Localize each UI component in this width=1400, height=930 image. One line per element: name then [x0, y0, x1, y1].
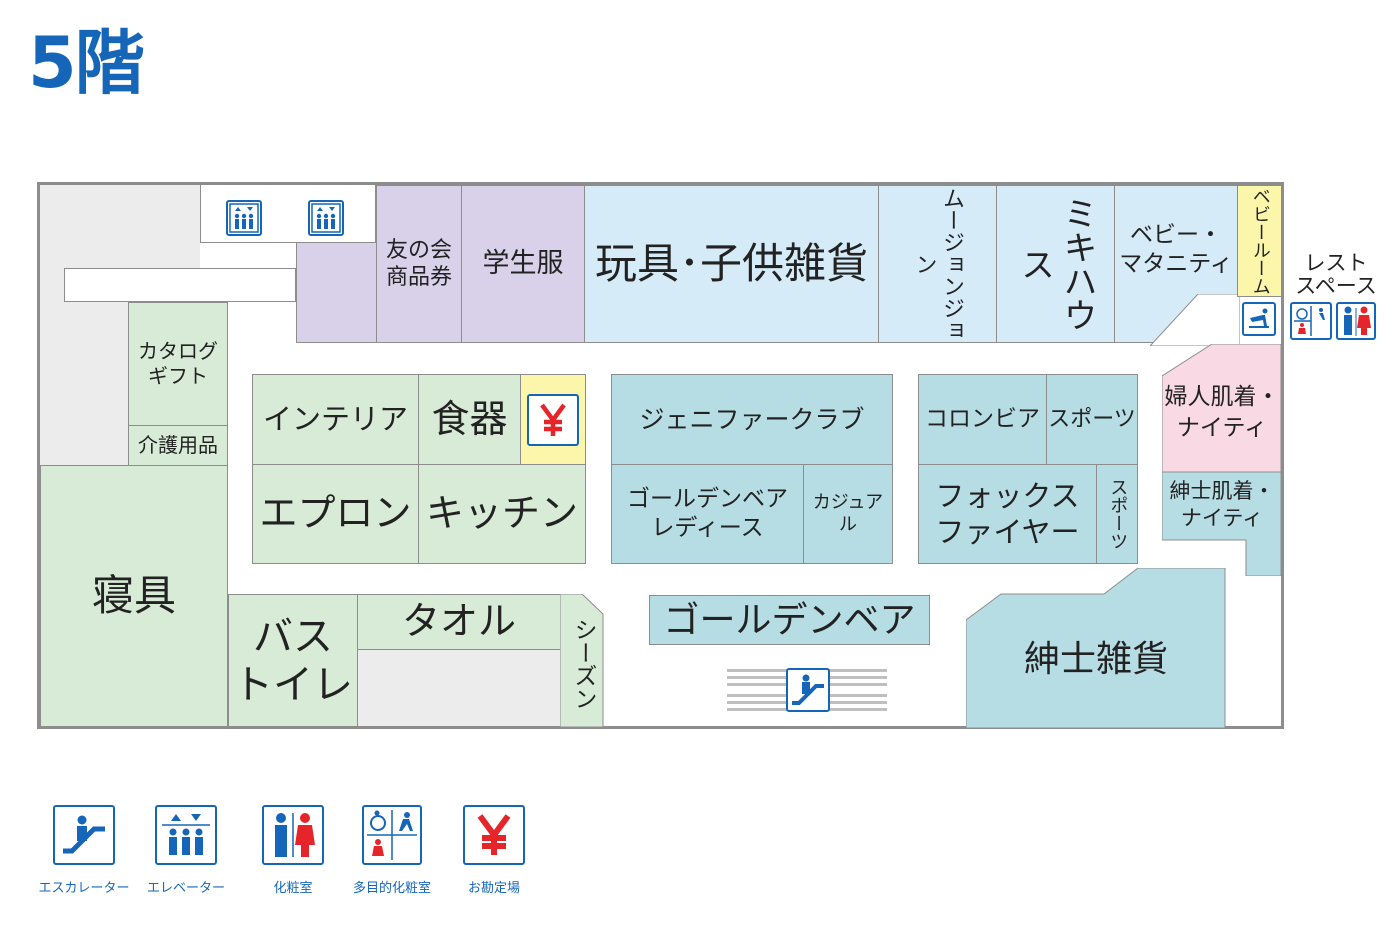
sports-room-2[interactable]: スポーツ — [1096, 464, 1138, 564]
columbia-room[interactable]: コロンビア — [918, 374, 1047, 465]
legend-cashier-label: お勘定場 — [467, 881, 520, 896]
muji-room[interactable]: ムージョンジョン — [878, 185, 997, 343]
shinshi-zakka-room[interactable]: 紳士雑貨 — [1023, 639, 1168, 680]
restroom-icon[interactable] — [1336, 302, 1376, 340]
nursing-icon[interactable] — [1242, 302, 1276, 336]
legend-restroom-label: 化粧室 — [273, 881, 313, 896]
miki-room[interactable]: ミキハウス — [996, 185, 1115, 343]
restroom-icon — [262, 805, 324, 865]
kaigo-room[interactable]: 介護用品 — [128, 425, 228, 466]
escalator-icon[interactable] — [786, 668, 830, 712]
kitchen-room[interactable]: キッチン — [418, 464, 586, 564]
fujin-room[interactable]: 婦人肌着・ ナイティ — [1164, 384, 1280, 442]
gakuseifuku-room[interactable]: 学生服 — [461, 185, 585, 343]
toys-room[interactable]: 玩具･子供雑貨 — [584, 185, 879, 343]
elevator-icon — [155, 805, 217, 865]
lingerie-shape — [1162, 344, 1282, 576]
shinshi-inner-room[interactable]: 紳士肌着・ ナイティ — [1169, 479, 1275, 531]
yen-icon — [463, 805, 525, 865]
fox-room[interactable]: フォックス ファイヤー — [918, 464, 1097, 564]
escalator-icon — [53, 805, 115, 865]
shinshi-zakka-shape — [966, 568, 1226, 729]
shokki-room[interactable]: 食器 — [418, 374, 521, 465]
golden-ladies-room[interactable]: ゴールデンベア レディース — [611, 464, 804, 564]
yen-icon[interactable] — [527, 393, 579, 446]
apron-room[interactable]: エプロン — [252, 464, 419, 564]
elevator-icon[interactable] — [226, 200, 262, 236]
rest-space-label: レスト スペース — [1295, 251, 1377, 299]
golden-bear-room[interactable]: ゴールデンベア — [649, 595, 930, 645]
storage-area — [357, 649, 561, 727]
interior-room[interactable]: インテリア — [252, 374, 419, 465]
sports-room[interactable]: スポーツ — [1046, 374, 1138, 465]
catalog-room[interactable]: カタログ ギフト — [128, 302, 228, 426]
legend-multi-restroom-label: 多目的化粧室 — [352, 881, 431, 896]
season-room[interactable]: シーズン — [570, 618, 596, 710]
multipurpose-restroom-icon — [362, 805, 422, 865]
bath-room[interactable]: バス トイレ — [228, 594, 358, 727]
towel-room[interactable]: タオル — [357, 594, 561, 650]
legend-escalator-label: エスカレーター — [38, 881, 130, 896]
season-shape — [560, 594, 604, 728]
elevator-icon[interactable] — [308, 200, 344, 236]
multipurpose-restroom-icon[interactable] — [1290, 302, 1332, 340]
casual-room[interactable]: カジュアル — [803, 464, 893, 564]
shingu-room[interactable]: 寝具 — [40, 465, 228, 727]
tomonokai-room[interactable]: 友の会 商品券 — [376, 185, 462, 343]
baby-room[interactable]: ベビールーム — [1237, 185, 1282, 297]
floor-title: 5階 — [28, 22, 145, 104]
passage — [64, 268, 296, 302]
cashier-area — [520, 374, 586, 465]
jenny-room[interactable]: ジェニファークラブ — [611, 374, 893, 465]
legend-elevator-label: エレベーター — [146, 881, 225, 896]
cut-corner — [1150, 294, 1240, 346]
